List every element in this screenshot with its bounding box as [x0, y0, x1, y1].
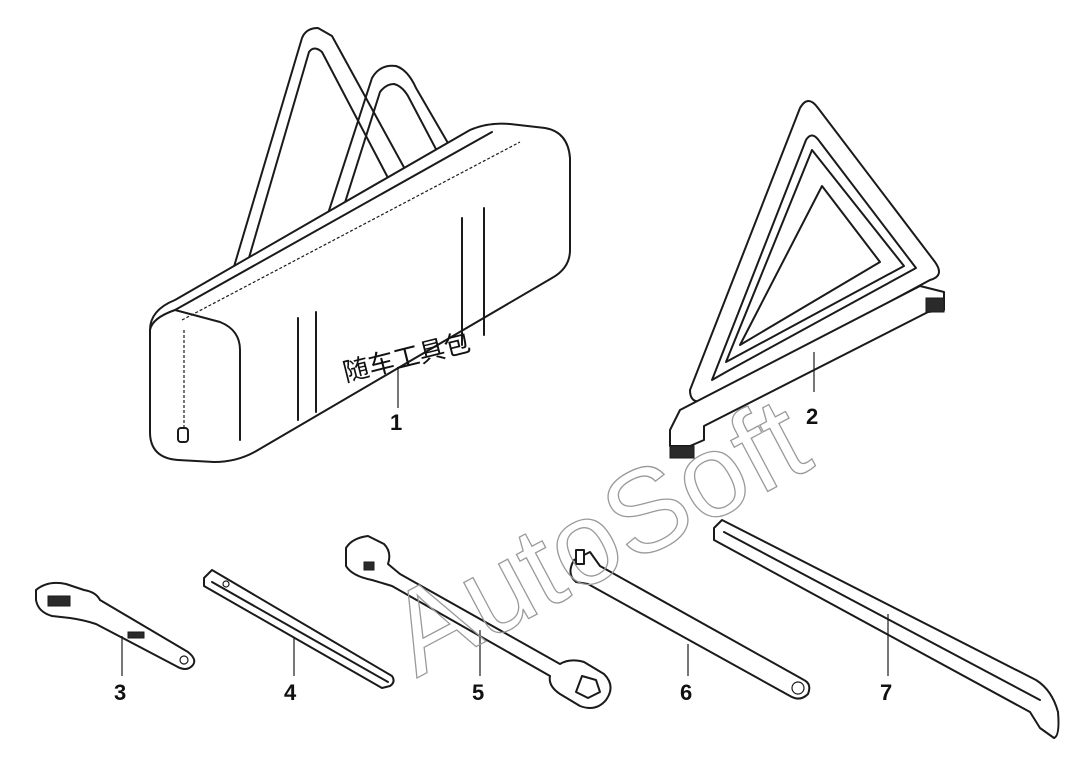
callout-5: 5 — [472, 680, 484, 705]
box-wrench — [345, 535, 612, 709]
callout-2: 2 — [806, 404, 818, 429]
callout-6: 6 — [680, 680, 692, 705]
watermark-text: AutoSoft — [367, 372, 829, 701]
callout-3: 3 — [114, 680, 126, 705]
lever-bar — [713, 519, 1060, 739]
callout-4: 4 — [284, 680, 297, 705]
adjustable-wrench — [35, 581, 196, 676]
callout-7: 7 — [880, 680, 892, 705]
tool-bag — [149, 27, 571, 463]
callout-1: 1 — [390, 410, 402, 435]
jack-handle — [569, 549, 811, 700]
extension-rod — [203, 569, 395, 689]
warning-triangle — [669, 100, 945, 459]
